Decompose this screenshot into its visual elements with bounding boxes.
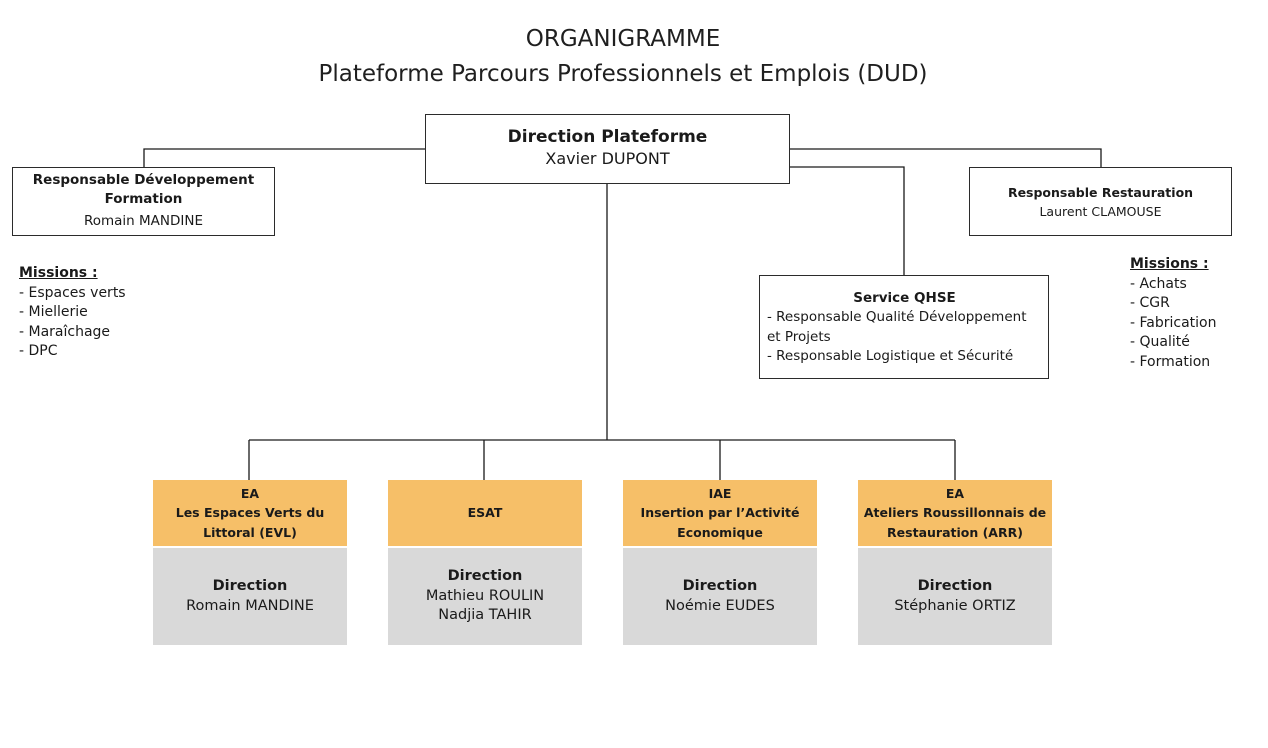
dev-formation-role-line2: Formation (104, 191, 183, 207)
mission-item: - CGR (1130, 295, 1170, 311)
restauration-role: Responsable Restauration (1007, 185, 1194, 200)
mission-item: - Qualité (1130, 334, 1190, 350)
connector-restauration (790, 148, 1102, 167)
restauration-box: Responsable Restauration Laurent CLAMOUS… (969, 167, 1232, 236)
qhse-line-3: - Responsable Logistique et Sécurité (767, 348, 1014, 364)
missions-heading: Missions : (1130, 256, 1209, 272)
mission-item: - Formation (1130, 353, 1211, 370)
entity-direction-label: Direction (682, 578, 758, 594)
dev-formation-box: Responsable Développement Formation Roma… (12, 167, 275, 236)
entity-esat: ESAT Direction Mathieu ROULIN Nadjia TAH… (388, 480, 582, 645)
missions-heading: Missions : (19, 265, 98, 281)
entity-header-line: IAE (708, 485, 732, 501)
chart-subtitle: Plateforme Parcours Professionnels et Em… (318, 61, 928, 87)
entity-header-line: ESAT (467, 505, 503, 521)
entity-director-name: Stéphanie ORTIZ (894, 597, 1016, 614)
entity-director-name: Noémie EUDES (665, 597, 775, 614)
direction-role: Direction Plateforme (507, 127, 708, 147)
entity-director-name: Romain MANDINE (186, 597, 314, 614)
entity-iae: IAE Insertion par l’Activité Economique … (623, 480, 817, 645)
entity-director-name: Nadjia TAHIR (438, 607, 532, 624)
entity-header: IAE Insertion par l’Activité Economique (623, 480, 817, 546)
dev-formation-name: Romain MANDINE (83, 213, 204, 229)
entity-evl: EA Les Espaces Verts du Littoral (EVL) D… (153, 480, 347, 645)
entity-header: ESAT (388, 480, 582, 546)
mission-item: - Miellerie (19, 304, 88, 320)
entity-header-line: EA (945, 485, 965, 501)
entity-direction: Direction Mathieu ROULIN Nadjia TAHIR (388, 548, 582, 645)
qhse-line-1: - Responsable Qualité Développement (767, 309, 1027, 325)
restauration-name: Laurent CLAMOUSE (1039, 204, 1162, 219)
entity-direction-label: Direction (212, 578, 288, 594)
chart-title: ORGANIGRAMME (525, 26, 721, 52)
entity-director-name: Mathieu ROULIN (425, 587, 545, 604)
entity-direction: Direction Stéphanie ORTIZ (858, 548, 1052, 645)
qhse-line-2: et Projets (767, 328, 831, 345)
connector-dev-formation (143, 148, 425, 167)
entity-header-line: Insertion par l’Activité (640, 505, 800, 521)
dev-formation-role-line1: Responsable Développement (32, 172, 255, 188)
mission-item: - Maraîchage (19, 323, 111, 340)
entity-direction: Direction Romain MANDINE (153, 548, 347, 645)
entity-header-line: Les Espaces Verts du (175, 505, 325, 521)
entity-header: EA Ateliers Roussillonnais de Restaurati… (858, 480, 1052, 546)
restauration-missions: Missions : - Achats - CGR - Fabrication … (1130, 255, 1216, 372)
entity-header-line: Economique (677, 524, 763, 540)
direction-plateforme-box: Direction Plateforme Xavier DUPONT (425, 114, 790, 184)
qhse-title: Service QHSE (853, 290, 956, 306)
mission-item: - Espaces verts (19, 284, 126, 301)
entity-direction-label: Direction (917, 578, 993, 594)
mission-item: - Achats (1130, 275, 1187, 292)
entity-header-line: Ateliers Roussillonnais de (863, 505, 1047, 521)
entity-header-line: Restauration (ARR) (887, 524, 1023, 540)
entity-arr: EA Ateliers Roussillonnais de Restaurati… (858, 480, 1052, 645)
entity-header-line: Littoral (EVL) (203, 524, 297, 540)
qhse-box: Service QHSE - Responsable Qualité Dével… (759, 275, 1049, 379)
entity-header: EA Les Espaces Verts du Littoral (EVL) (153, 480, 347, 546)
mission-item: - DPC (19, 343, 58, 359)
direction-name: Xavier DUPONT (545, 149, 670, 168)
dev-formation-missions: Missions : - Espaces verts - Miellerie -… (19, 264, 126, 362)
connector-qhse (790, 166, 905, 275)
entity-header-line: EA (240, 485, 260, 501)
entity-direction-label: Direction (447, 568, 523, 585)
entity-direction: Direction Noémie EUDES (623, 548, 817, 645)
mission-item: - Fabrication (1130, 314, 1217, 331)
